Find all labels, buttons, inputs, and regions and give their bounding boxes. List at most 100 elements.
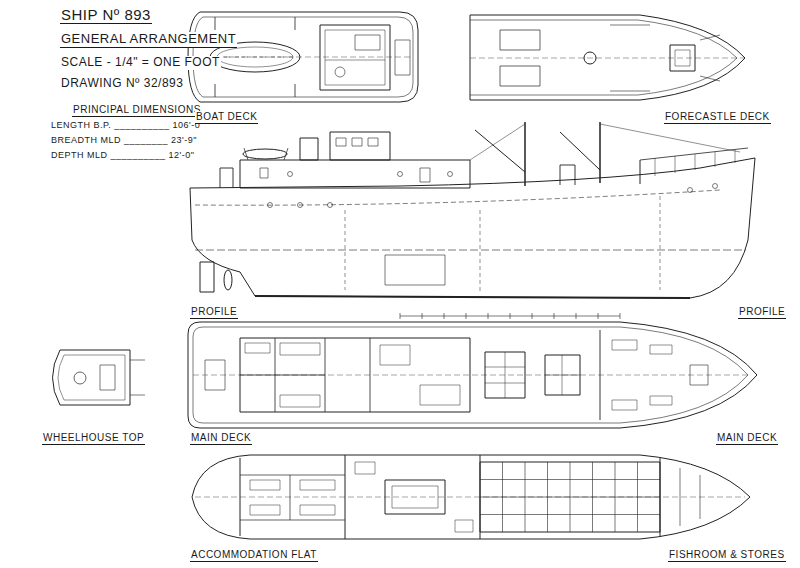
main-deck-plan-line xyxy=(205,360,225,390)
profile-view-line xyxy=(255,296,690,298)
view-label: PROFILE xyxy=(190,306,238,319)
profile-view-line xyxy=(243,149,287,159)
accommodation-flat-plan-line xyxy=(355,462,375,474)
profile-view-line xyxy=(200,262,214,292)
drawing-heading: GENERAL ARRANGEMENT xyxy=(60,32,237,48)
main-deck-plan-line xyxy=(612,400,637,410)
profile-view-line xyxy=(398,172,403,177)
scale-note: SCALE - 1/4" = ONE FOOT xyxy=(60,56,221,70)
accommodation-flat-plan-line xyxy=(300,480,335,490)
profile-view-line xyxy=(195,190,720,205)
wheelhouse-top-plan-line xyxy=(58,355,125,400)
main-deck-plan-line xyxy=(612,340,637,350)
profile-view-line xyxy=(560,165,575,185)
profile-view-line xyxy=(385,255,445,285)
profile-view-line xyxy=(713,184,718,189)
profile-view-line xyxy=(599,122,601,183)
boat-deck-plan-line xyxy=(215,17,295,97)
main-deck-plan-line xyxy=(650,396,672,405)
view-label: ACCOMMODATION FLAT xyxy=(190,549,318,562)
dimension-row: BREADTH MLD ________ 23'-9" xyxy=(50,135,198,145)
view-label: MAIN DECK xyxy=(190,432,252,445)
forecastle-deck-plan-line xyxy=(610,25,720,91)
main-deck-plan-line xyxy=(380,345,410,365)
boat-deck-plan-line xyxy=(355,35,380,50)
accommodation-flat-plan xyxy=(192,455,750,539)
dimension-row: DEPTH MLD __________ 12'-0" xyxy=(50,150,196,160)
profile-view-line xyxy=(420,168,430,182)
profile-view-line xyxy=(195,250,746,251)
main-deck-plan-line xyxy=(193,375,748,376)
main-deck-plan xyxy=(188,322,757,428)
profile-view-line xyxy=(240,160,470,188)
sheet-title: SHIP Nº 893 xyxy=(60,6,152,24)
view-label: FISHROOM & STORES xyxy=(668,549,786,562)
profile-view-line xyxy=(224,270,232,290)
profile-view-line xyxy=(268,203,273,208)
boat-deck-plan-line xyxy=(188,12,418,102)
profile-view-line xyxy=(244,148,288,160)
main-deck-plan-line xyxy=(245,343,270,353)
main-deck-plan-line xyxy=(280,343,320,355)
profile-view-line xyxy=(524,122,526,186)
profile-view-line xyxy=(400,313,620,319)
forecastle-deck-plan-line xyxy=(500,30,540,50)
wheelhouse-top-plan-line xyxy=(130,360,145,361)
accommodation-flat-plan-line xyxy=(195,497,745,498)
accommodation-flat-plan-line xyxy=(240,475,345,520)
profile-view-line xyxy=(560,132,600,170)
main-deck-plan-line xyxy=(188,322,757,428)
main-deck-plan-line xyxy=(280,395,320,407)
forecastle-deck-plan-line xyxy=(470,15,471,100)
forecastle-deck-plan-line xyxy=(670,45,695,71)
profile-view-line xyxy=(328,203,333,208)
main-deck-plan-line xyxy=(420,385,460,405)
view-label: MAIN DECK xyxy=(716,432,778,445)
profile-view-line xyxy=(345,196,660,292)
profile-view-line xyxy=(475,130,525,172)
wheelhouse-top-plan-line xyxy=(74,372,86,384)
profile-view-line xyxy=(688,188,693,193)
forecastle-deck-plan-line xyxy=(470,20,737,95)
forecastle-deck-plan-line xyxy=(470,58,745,59)
forecastle-deck-plan-line xyxy=(470,15,745,100)
accommodation-flat-plan-line xyxy=(455,520,473,532)
boat-deck-plan-line xyxy=(325,30,385,85)
main-deck-plan-line xyxy=(650,345,672,354)
view-label: BOAT DECK xyxy=(195,111,258,124)
view-label: WHEELHOUSE TOP xyxy=(42,432,145,445)
forecastle-deck-plan xyxy=(470,15,745,100)
profile-view-line xyxy=(655,150,735,176)
profile-view-line xyxy=(288,172,293,177)
profile-view-line xyxy=(470,124,525,160)
boat-deck-plan-line xyxy=(188,57,413,58)
wheelhouse-top-plan-line xyxy=(53,350,131,405)
wheelhouse-top-plan-line xyxy=(130,395,145,396)
accommodation-flat-plan-line xyxy=(250,480,280,490)
profile-view-line xyxy=(336,138,346,146)
profile-view-line xyxy=(368,138,378,146)
accommodation-flat-plan-line xyxy=(300,505,335,515)
forecastle-deck-plan-line xyxy=(675,50,690,66)
boat-deck-plan-line xyxy=(320,25,390,90)
wheelhouse-top-plan xyxy=(53,350,146,405)
profile-view-line xyxy=(352,138,362,146)
profile-view-line xyxy=(300,138,318,160)
view-label: PROFILE xyxy=(738,306,786,319)
forecastle-deck-plan-line xyxy=(584,52,596,64)
dimension-row: LENGTH B.P. __________ 106'-0" xyxy=(50,120,205,130)
profile-view-line xyxy=(220,168,233,188)
drawing-number: DRAWING Nº 32/893 xyxy=(60,77,184,91)
profile-view-line xyxy=(448,172,453,177)
profile-view-line xyxy=(260,168,268,178)
boat-deck-plan xyxy=(188,12,418,102)
profile-view xyxy=(190,122,755,319)
profile-view-line xyxy=(330,132,390,160)
profile-view-line xyxy=(298,203,303,208)
view-label: FORECASTLE DECK xyxy=(664,111,771,124)
profile-view-line xyxy=(190,158,755,298)
forecastle-deck-plan-line xyxy=(500,66,540,86)
boat-deck-plan-line xyxy=(395,40,410,75)
boat-deck-plan-line xyxy=(325,60,385,61)
accommodation-flat-plan-line xyxy=(192,455,750,539)
